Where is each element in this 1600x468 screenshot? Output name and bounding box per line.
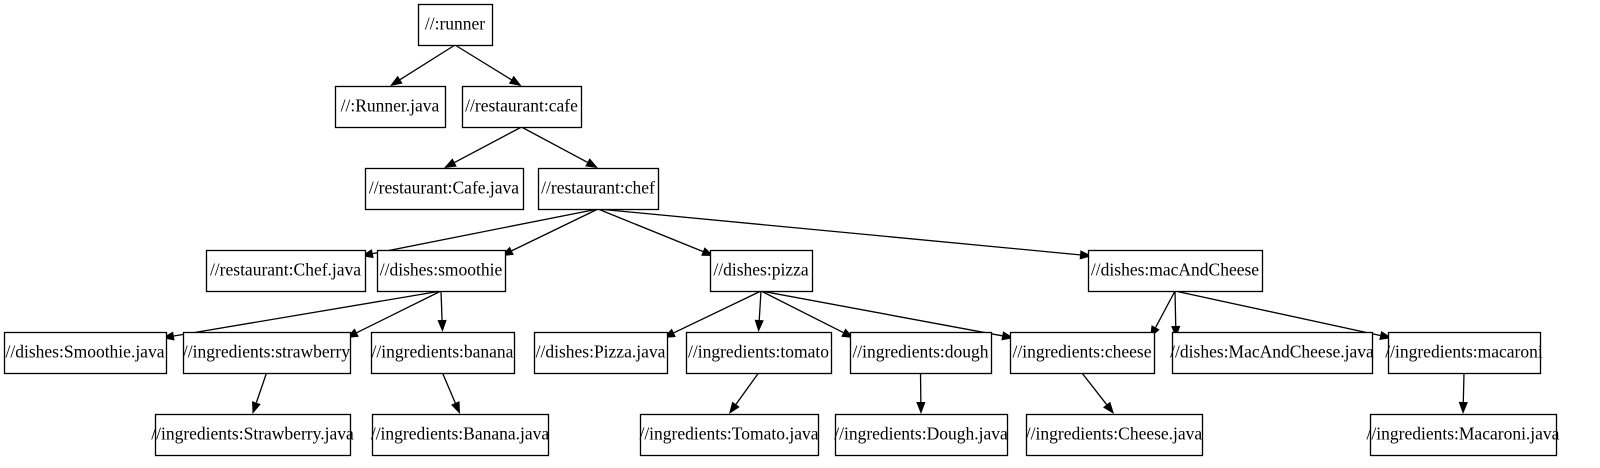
edge-ing_cheese-to-cheese_java xyxy=(1081,372,1114,414)
edge-ing_strawberry-to-strawberry_java xyxy=(252,372,268,414)
node-label-tomato_java: //ingredients:Tomato.java xyxy=(639,424,818,444)
node-label-ing_strawberry: //ingredients:strawberry xyxy=(183,342,350,362)
edge-ing_tomato-to-tomato_java xyxy=(729,372,760,414)
edge-dishes_pizza-to-pizza_java xyxy=(663,290,762,338)
node-pizza_java[interactable]: //dishes:Pizza.java xyxy=(533,331,669,375)
node-label-cheese_java: //ingredients:Cheese.java xyxy=(1026,424,1203,444)
node-label-dishes_pizza: //dishes:pizza xyxy=(713,260,808,280)
node-label-pizza_java: //dishes:Pizza.java xyxy=(536,342,666,362)
node-label-ing_tomato: //ingredients:tomato xyxy=(688,342,829,362)
node-restaurant_cafe[interactable]: //restaurant:cafe xyxy=(461,85,583,129)
node-label-ing_dough: //ingredients:dough xyxy=(852,342,988,362)
node-strawberry_java[interactable]: //ingredients:Strawberry.java xyxy=(151,413,354,457)
node-label-macaroni_java: //ingredients:Macaroni.java xyxy=(1367,424,1560,444)
node-smoothie_java[interactable]: //dishes:Smoothie.java xyxy=(3,331,168,375)
node-label-dishes_mac: //dishes:macAndCheese xyxy=(1091,260,1259,280)
edge-restaurant_cafe-to-cafe_java xyxy=(444,126,522,168)
node-runner[interactable]: //:runner xyxy=(417,3,494,47)
node-label-banana_java: //ingredients:Banana.java xyxy=(371,424,550,444)
node-dishes_mac[interactable]: //dishes:macAndCheese xyxy=(1087,249,1264,293)
node-dishes_smoothie[interactable]: //dishes:smoothie xyxy=(376,249,507,293)
edge-dishes_pizza-to-ing_tomato xyxy=(754,290,764,332)
node-runner_java[interactable]: //:Runner.java xyxy=(334,85,447,129)
edge-dishes_mac-to-ing_cheese xyxy=(1150,290,1176,338)
edge-restaurant_chef-to-dishes_mac xyxy=(597,208,1092,260)
edge-dishes_pizza-to-ing_dough xyxy=(760,290,854,338)
edge-ing_macaroni-to-macaroni_java xyxy=(1458,372,1468,414)
edge-restaurant_chef-to-dishes_pizza xyxy=(597,208,714,256)
edge-dishes_mac-to-mac_java xyxy=(1171,290,1181,338)
node-chef_java[interactable]: //restaurant:Chef.java xyxy=(205,249,367,293)
node-dishes_pizza[interactable]: //dishes:pizza xyxy=(709,249,814,293)
node-label-smoothie_java: //dishes:Smoothie.java xyxy=(6,342,165,362)
node-ing_macaroni[interactable]: //ingredients:macaroni xyxy=(1385,331,1543,375)
node-label-strawberry_java: //ingredients:Strawberry.java xyxy=(151,424,354,444)
node-label-runner: //:runner xyxy=(425,14,485,34)
node-label-restaurant_cafe: //restaurant:cafe xyxy=(465,96,578,116)
node-label-runner_java: //:Runner.java xyxy=(341,96,440,116)
node-ing_tomato[interactable]: //ingredients:tomato xyxy=(685,331,833,375)
node-ing_dough[interactable]: //ingredients:dough xyxy=(849,331,993,375)
node-cheese_java[interactable]: //ingredients:Cheese.java xyxy=(1026,413,1204,457)
edge-restaurant_chef-to-dishes_smoothie xyxy=(501,208,599,256)
node-tomato_java[interactable]: //ingredients:Tomato.java xyxy=(639,413,820,457)
node-label-restaurant_chef: //restaurant:chef xyxy=(541,178,655,198)
edge-runner-to-runner_java xyxy=(390,44,456,86)
node-mac_java[interactable]: //dishes:MacAndCheese.java xyxy=(1170,331,1374,375)
node-label-ing_cheese: //ingredients:cheese xyxy=(1013,342,1152,362)
node-label-dough_java: //ingredients:Dough.java xyxy=(834,424,1008,444)
node-ing_cheese[interactable]: //ingredients:cheese xyxy=(1009,331,1156,375)
edges-layer xyxy=(162,44,1468,414)
edge-runner-to-restaurant_cafe xyxy=(454,44,522,86)
edge-ing_banana-to-banana_java xyxy=(441,372,460,414)
edge-dishes_smoothie-to-ing_banana xyxy=(437,290,447,332)
node-label-ing_banana: //ingredients:banana xyxy=(372,342,514,362)
node-macaroni_java[interactable]: //ingredients:Macaroni.java xyxy=(1367,413,1560,457)
node-label-mac_java: //dishes:MacAndCheese.java xyxy=(1170,342,1374,362)
node-label-dishes_smoothie: //dishes:smoothie xyxy=(380,260,503,280)
node-label-cafe_java: //restaurant:Cafe.java xyxy=(369,178,519,198)
edge-dishes_smoothie-to-ing_strawberry xyxy=(346,290,442,338)
node-banana_java[interactable]: //ingredients:Banana.java xyxy=(371,413,550,457)
node-label-chef_java: //restaurant:Chef.java xyxy=(210,260,361,280)
node-ing_banana[interactable]: //ingredients:banana xyxy=(370,331,516,375)
nodes-layer: //:runner //:Runner.java //restaurant:cafe… xyxy=(3,3,1560,457)
node-restaurant_chef[interactable]: //restaurant:chef xyxy=(537,167,660,211)
edge-ing_dough-to-dough_java xyxy=(916,372,926,414)
node-label-ing_macaroni: //ingredients:macaroni xyxy=(1385,342,1543,362)
node-dough_java[interactable]: //ingredients:Dough.java xyxy=(834,413,1009,457)
node-ing_strawberry[interactable]: //ingredients:strawberry xyxy=(182,331,352,375)
node-cafe_java[interactable]: //restaurant:Cafe.java xyxy=(364,167,525,211)
edge-restaurant_cafe-to-restaurant_chef xyxy=(521,126,598,168)
